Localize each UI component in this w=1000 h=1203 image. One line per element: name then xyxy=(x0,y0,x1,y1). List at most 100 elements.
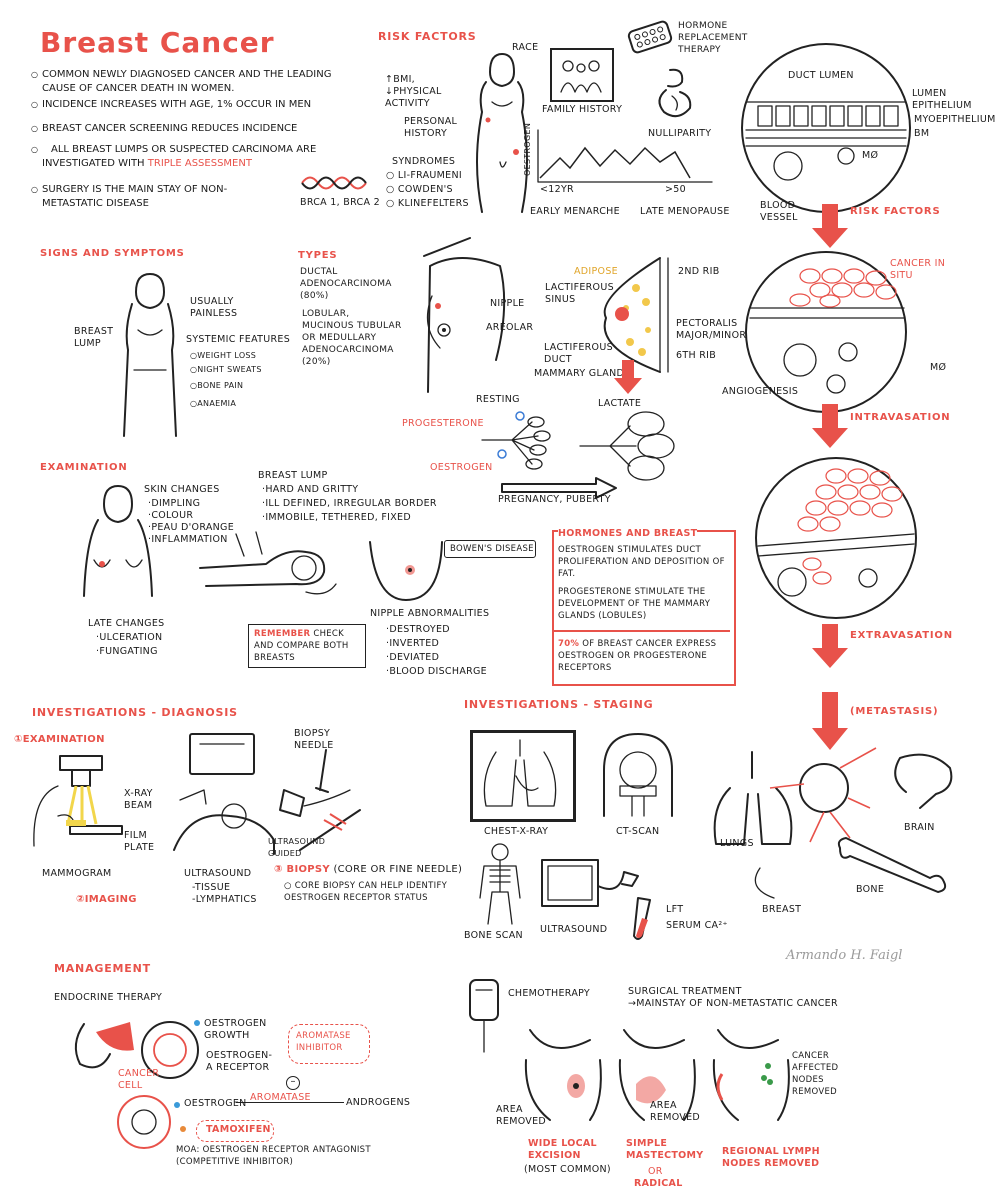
bowen-label: Bowen's disease xyxy=(450,544,534,554)
cancer-cell-label: Cancer cell xyxy=(118,1068,160,1091)
breast-side-icon xyxy=(423,237,506,393)
personal-history-label: Personal history xyxy=(404,116,458,139)
age-12-label: <12yr xyxy=(540,184,574,195)
ct-scan-label: CT-Scan xyxy=(616,826,660,837)
ultrasound-item: -Tissue xyxy=(192,882,231,893)
surgical-label: Surgical treatment xyxy=(628,986,742,997)
ct-scanner-icon xyxy=(603,733,673,817)
tamoxifen-dot-icon xyxy=(180,1126,186,1132)
surgical-mainstay-label: →mainstay of non-metastatic cancer xyxy=(628,998,838,1009)
mastectomy-label: Simple mastectomy xyxy=(626,1138,704,1161)
syndrome-item: ○ Li-Fraumeni xyxy=(386,170,462,181)
lft-label: LFT xyxy=(666,904,684,915)
bmi-label: ↑BMI, ↓physical activity xyxy=(385,74,442,109)
lymph-label: Regional lymph nodes removed xyxy=(722,1146,820,1169)
androgens-label: Androgens xyxy=(346,1097,411,1108)
macrophage-label-2: MØ xyxy=(930,362,947,373)
hormones-line3: 70% of breast cancer express oestrogen o… xyxy=(558,639,717,673)
biopsy-step: ③ Biopsy (core or fine needle) xyxy=(274,864,463,875)
lactiferous-duct-label: Lactiferous duct xyxy=(544,342,613,365)
nodes-removed-label: Cancer affected nodes removed xyxy=(792,1051,839,1097)
syndromes-title: Syndromes xyxy=(392,156,456,167)
lactating-gland-icon xyxy=(579,411,675,481)
or-label: or xyxy=(648,1166,663,1177)
angiogenesis-label: Angiogenesis xyxy=(722,386,799,397)
metastasis-label: (Metastasis) xyxy=(850,706,939,717)
intravasation-label: Intravasation xyxy=(850,412,951,423)
aromatase-label: Aromatase xyxy=(250,1092,311,1103)
late-item: ·Fungating xyxy=(96,646,158,657)
nipple-item: ·Inverted xyxy=(386,638,440,649)
nipple-title: Nipple abnormalities xyxy=(370,608,490,619)
oestrogen-graph xyxy=(537,129,713,183)
systemic-item: ○Weight loss xyxy=(190,351,257,360)
dna-icon xyxy=(301,176,367,190)
systemic-item: ○Anaemia xyxy=(190,399,237,408)
examination-heading: Examination xyxy=(40,462,128,473)
arrow-right-icon xyxy=(501,477,617,499)
risk-factors-arrow-label: Risk factors xyxy=(850,206,941,217)
iv-bag-icon xyxy=(469,979,499,1053)
arrow-down-icon xyxy=(812,404,848,448)
wle-most-common-label: (most common) xyxy=(524,1164,611,1175)
family-history-label: Family history xyxy=(542,104,623,115)
painless-label: Usually painless xyxy=(190,296,238,319)
bm-label: BM xyxy=(914,128,930,139)
arrow-down-icon xyxy=(614,360,642,394)
arrow-down-icon xyxy=(812,624,848,668)
lump-title: Breast lump xyxy=(258,470,328,481)
rib6-label: 6th rib xyxy=(676,350,717,361)
xray-label: X-ray beam xyxy=(124,788,153,811)
staging-heading: Investigations - Staging xyxy=(464,698,654,711)
bone-label: Bone xyxy=(856,884,885,895)
endocrine-label: Endocrine therapy xyxy=(54,992,163,1003)
intro-bullet: Common newly diagnosed cancer and the le… xyxy=(31,68,353,96)
intro-bullet: Incidence increases with age, 1% occur i… xyxy=(31,98,353,112)
minus-icon: – xyxy=(286,1076,300,1090)
lump-item: ·Immobile, tethered, fixed xyxy=(262,512,411,523)
lactate-label: Lactate xyxy=(598,398,642,409)
family-figures-icon xyxy=(560,60,602,93)
chest-xray-label: Chest-X-Ray xyxy=(484,826,549,837)
hormones-line2: Progesterone stimulate the development o… xyxy=(558,587,711,621)
oestrogen-dot-icon xyxy=(194,1020,200,1026)
lumen-epithelium-label: Lumen epithelium xyxy=(912,88,972,111)
age-50-label: >50 xyxy=(665,184,686,195)
mammary-glands-label: Mammary glands xyxy=(534,368,631,379)
imaging-step: ②Imaging xyxy=(76,894,137,905)
ultrasound-item: -Lymphatics xyxy=(192,894,257,905)
hormones-heading: Hormones and breast xyxy=(558,528,698,540)
wle-label: Wide local excision xyxy=(528,1138,597,1161)
biopsy-icon xyxy=(279,749,361,851)
family-photo-icon xyxy=(550,48,614,102)
ultrasound-guided-label: Ultrasound guided xyxy=(268,837,326,858)
ultrasound-label: Ultrasound xyxy=(184,868,252,879)
skin-item: ·Colour xyxy=(148,510,194,521)
blood-tube-icon xyxy=(633,897,651,940)
nipple-item: ·Deviated xyxy=(386,652,440,663)
intro-bullet: Surgery is the main stay of non-metastat… xyxy=(31,183,273,211)
intravasation-circle xyxy=(755,457,917,619)
pectoralis-label: Pectoralis major/minor xyxy=(676,318,747,341)
myoepithelium-label: Myoepithelium xyxy=(914,114,996,125)
nipple-item: ·Blood discharge xyxy=(386,666,487,677)
oestrogen-axis-label: Oestrogen xyxy=(523,122,532,176)
nipple-item: ·Destroyed xyxy=(386,624,450,635)
tamoxifen-label: Tamoxifen xyxy=(206,1124,271,1135)
cancer-cell-icon-2 xyxy=(117,1095,171,1149)
hormones-line1: Oestrogen stimulates duct proliferation … xyxy=(558,545,725,579)
mastectomy-torso-icon xyxy=(618,1029,696,1121)
tamoxifen-cloud xyxy=(196,1120,274,1142)
oestrogen-label: Oestrogen xyxy=(430,462,493,473)
pill-pack-icon xyxy=(627,20,673,54)
duct-normal-circle xyxy=(741,43,911,213)
biopsy-needle-label: Biopsy needle xyxy=(294,728,334,751)
pregnancy-label: Pregnancy, puberty xyxy=(498,494,611,505)
skin-item: ·Peau d'orange xyxy=(148,522,235,533)
ultrasound-machine-icon xyxy=(541,859,639,907)
signature: Armando H. Faigl xyxy=(786,948,903,963)
radical-label: Radical xyxy=(634,1178,683,1189)
arrow-down-icon xyxy=(812,204,848,248)
breast-nipple-icon xyxy=(369,541,443,601)
blood-vessel-label: Blood vessel xyxy=(760,200,798,223)
